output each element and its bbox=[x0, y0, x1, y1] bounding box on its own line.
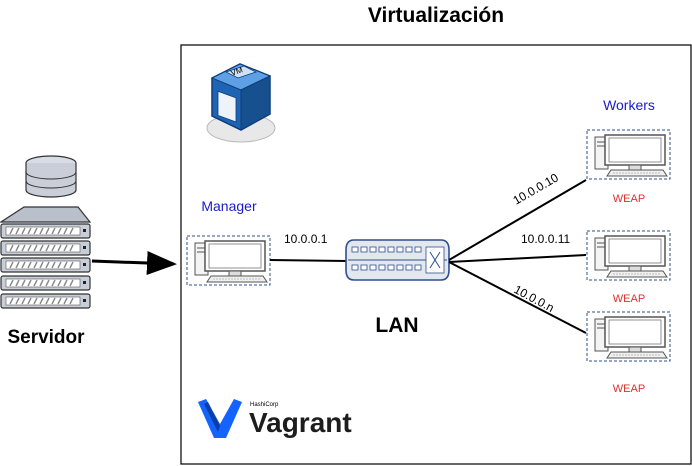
lan-label: LAN bbox=[375, 314, 418, 337]
lan-switch-icon bbox=[345, 239, 450, 281]
svg-text:VM: VM bbox=[230, 65, 245, 78]
server-icon bbox=[0, 155, 92, 309]
worker1-ip: 10.0.0.10 bbox=[511, 170, 562, 207]
manager-computer-icon bbox=[186, 235, 271, 286]
lan-worker2-link bbox=[448, 254, 587, 263]
virtualization-frame bbox=[180, 44, 692, 465]
worker-computer-icon bbox=[586, 230, 671, 281]
vagrant-brand: HashiCorp bbox=[250, 402, 279, 408]
vagrant-name: Vagrant bbox=[249, 407, 352, 438]
lan-worker1-link bbox=[448, 179, 587, 261]
worker2-ip: 10.0.0.11 bbox=[521, 232, 570, 246]
server-label: Servidor bbox=[7, 327, 85, 348]
worker1-tag: WEAP bbox=[613, 193, 645, 205]
worker2-tag: WEAP bbox=[613, 293, 645, 305]
lan-worker3-link bbox=[448, 261, 587, 334]
server-to-manager-arrow bbox=[91, 251, 177, 276]
worker-computer-icon bbox=[586, 311, 671, 362]
worker3-tag: WEAP bbox=[613, 383, 645, 395]
virtualbox-logo: VM bbox=[206, 63, 276, 143]
manager-label: Manager bbox=[201, 198, 257, 214]
manager-lan-link bbox=[269, 259, 348, 262]
vagrant-logo: HashiCorp Vagrant bbox=[198, 399, 352, 438]
workers-label: Workers bbox=[603, 97, 655, 113]
worker-computer-icon bbox=[586, 129, 671, 180]
manager-ip: 10.0.0.1 bbox=[284, 232, 328, 246]
diagram-title: Virtualización bbox=[368, 4, 504, 27]
